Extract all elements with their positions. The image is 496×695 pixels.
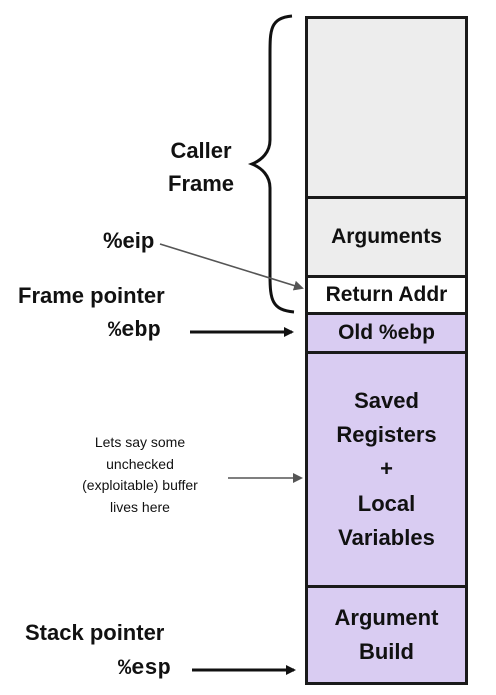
caller-frame-brace: [247, 14, 295, 314]
return-addr-block: Return Addr: [308, 275, 465, 312]
eip-arrow: [159, 243, 304, 291]
argument-build-block: Argument Build: [308, 585, 465, 682]
caller-frame-block: [308, 19, 465, 196]
saved-registers-label: Saved Registers + Local Variables: [336, 388, 437, 550]
buffer-note: Lets say some unchecked (exploitable) bu…: [82, 434, 198, 516]
eip-label: %eip: [103, 228, 155, 253]
ebp-label: %ebp: [108, 318, 161, 343]
stack-diagram: Arguments Return Addr Old %ebp Saved Reg…: [305, 16, 468, 685]
return-addr-label: Return Addr: [325, 283, 448, 306]
argument-build-label: Argument Build: [334, 604, 439, 664]
stack-pointer-label: Stack pointer: [25, 620, 165, 645]
arguments-block: Arguments: [308, 196, 465, 275]
esp-label: %esp: [118, 656, 171, 681]
frame-pointer-label: Frame pointer: [18, 283, 165, 308]
saved-registers-block: Saved Registers + Local Variables: [308, 351, 465, 585]
arguments-label: Arguments: [331, 225, 442, 248]
caller-frame-label: Caller Frame: [168, 138, 235, 196]
old-ebp-label: Old %ebp: [338, 321, 435, 344]
old-ebp-block: Old %ebp: [308, 312, 465, 351]
